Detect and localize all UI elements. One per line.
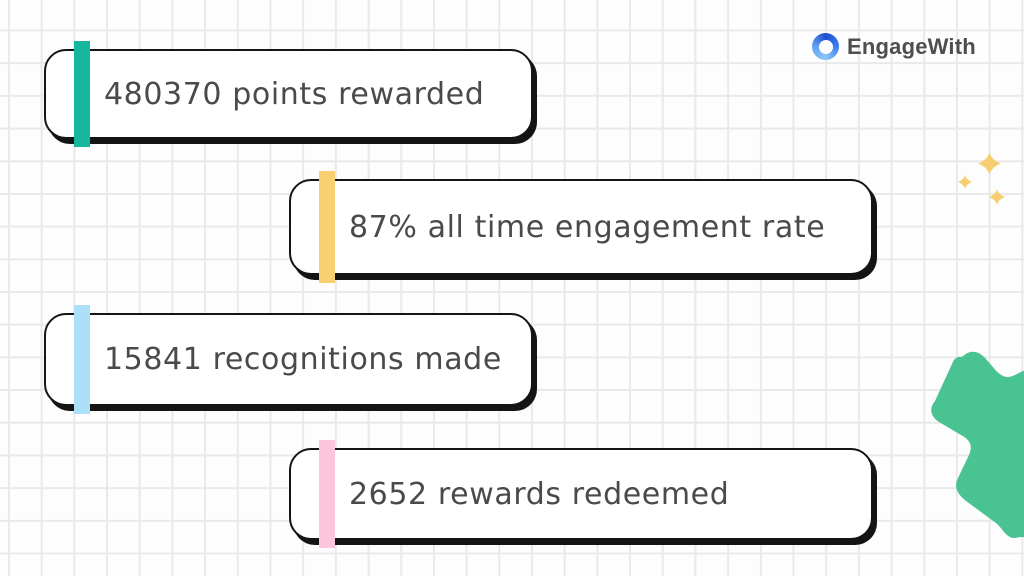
accent-bar xyxy=(319,440,335,548)
stat-label: 2652 rewards redeemed xyxy=(349,476,730,512)
sparkle-icon xyxy=(958,175,972,189)
brand-name: EngageWith xyxy=(847,33,976,59)
engagewith-ring-logo-icon xyxy=(812,33,839,60)
sparkle-icon xyxy=(989,189,1005,205)
accent-bar xyxy=(74,305,90,414)
accent-bar xyxy=(74,41,90,147)
brand-logo: EngageWith xyxy=(812,33,976,60)
sparkle-icon xyxy=(978,152,1001,175)
green-blob-decoration xyxy=(931,351,1024,538)
stat-label: 15841 recognitions made xyxy=(104,342,502,377)
stat-card-recognitions-made: 15841 recognitions made xyxy=(44,305,533,414)
stat-label: 87% all time engagement rate xyxy=(349,209,826,245)
stat-card-rewards-redeemed: 2652 rewards redeemed xyxy=(289,440,873,548)
stat-card-engagement-rate: 87% all time engagement rate xyxy=(289,171,873,283)
accent-bar xyxy=(319,171,335,283)
stat-label: 480370 points rewarded xyxy=(104,76,485,112)
stat-card-points-rewarded: 480370 points rewarded xyxy=(44,41,533,147)
